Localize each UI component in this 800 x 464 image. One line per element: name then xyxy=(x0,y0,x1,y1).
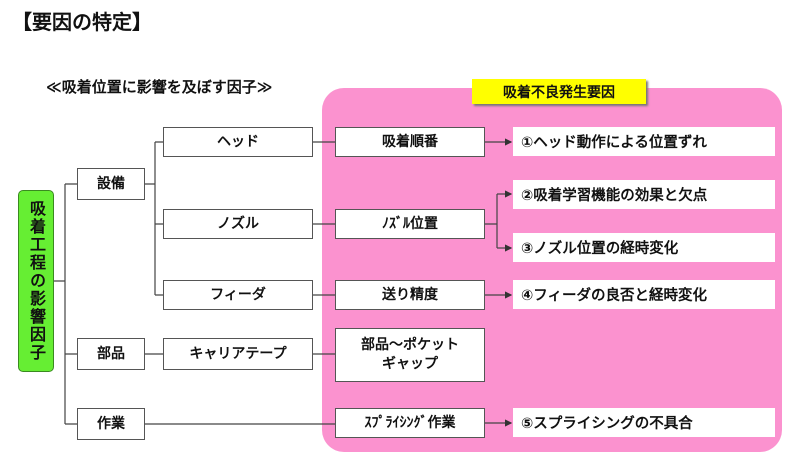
page-title: 【要因の特定】 xyxy=(12,10,152,34)
node-parts: 部品 xyxy=(77,338,145,370)
node-carrier-tape: キャリアテープ xyxy=(163,338,313,370)
node-nozzle-position: ﾉｽﾞﾙ位置 xyxy=(335,209,485,239)
result-4: ④フィーダの良否と経時変化 xyxy=(513,280,775,309)
node-nozzle: ノズル xyxy=(163,209,313,239)
node-head: ヘッド xyxy=(163,127,313,157)
node-pocket-gap: 部品～ポケット ギャップ xyxy=(335,328,485,382)
result-5: ⑤スプライシングの不具合 xyxy=(513,408,775,437)
panel-label: 吸着不良発生要因 xyxy=(472,79,646,104)
root-node: 吸着工程の影響因子 xyxy=(18,190,54,372)
result-1: ①ヘッド動作による位置ずれ xyxy=(513,127,775,156)
node-work: 作業 xyxy=(77,408,145,440)
node-splicing-work: ｽﾌﾟﾗｲｼﾝｸﾞ作業 xyxy=(335,408,485,438)
result-3: ③ノズル位置の経時変化 xyxy=(513,233,775,262)
node-feed-accuracy: 送り精度 xyxy=(335,280,485,310)
diagram-subtitle: ≪吸着位置に影響を及ぼす因子≫ xyxy=(46,78,273,96)
result-2: ②吸着学習機能の効果と欠点 xyxy=(513,180,775,209)
node-feeder: フィーダ xyxy=(163,280,313,310)
node-equipment: 設備 xyxy=(77,168,145,200)
node-pick-order: 吸着順番 xyxy=(335,127,485,157)
